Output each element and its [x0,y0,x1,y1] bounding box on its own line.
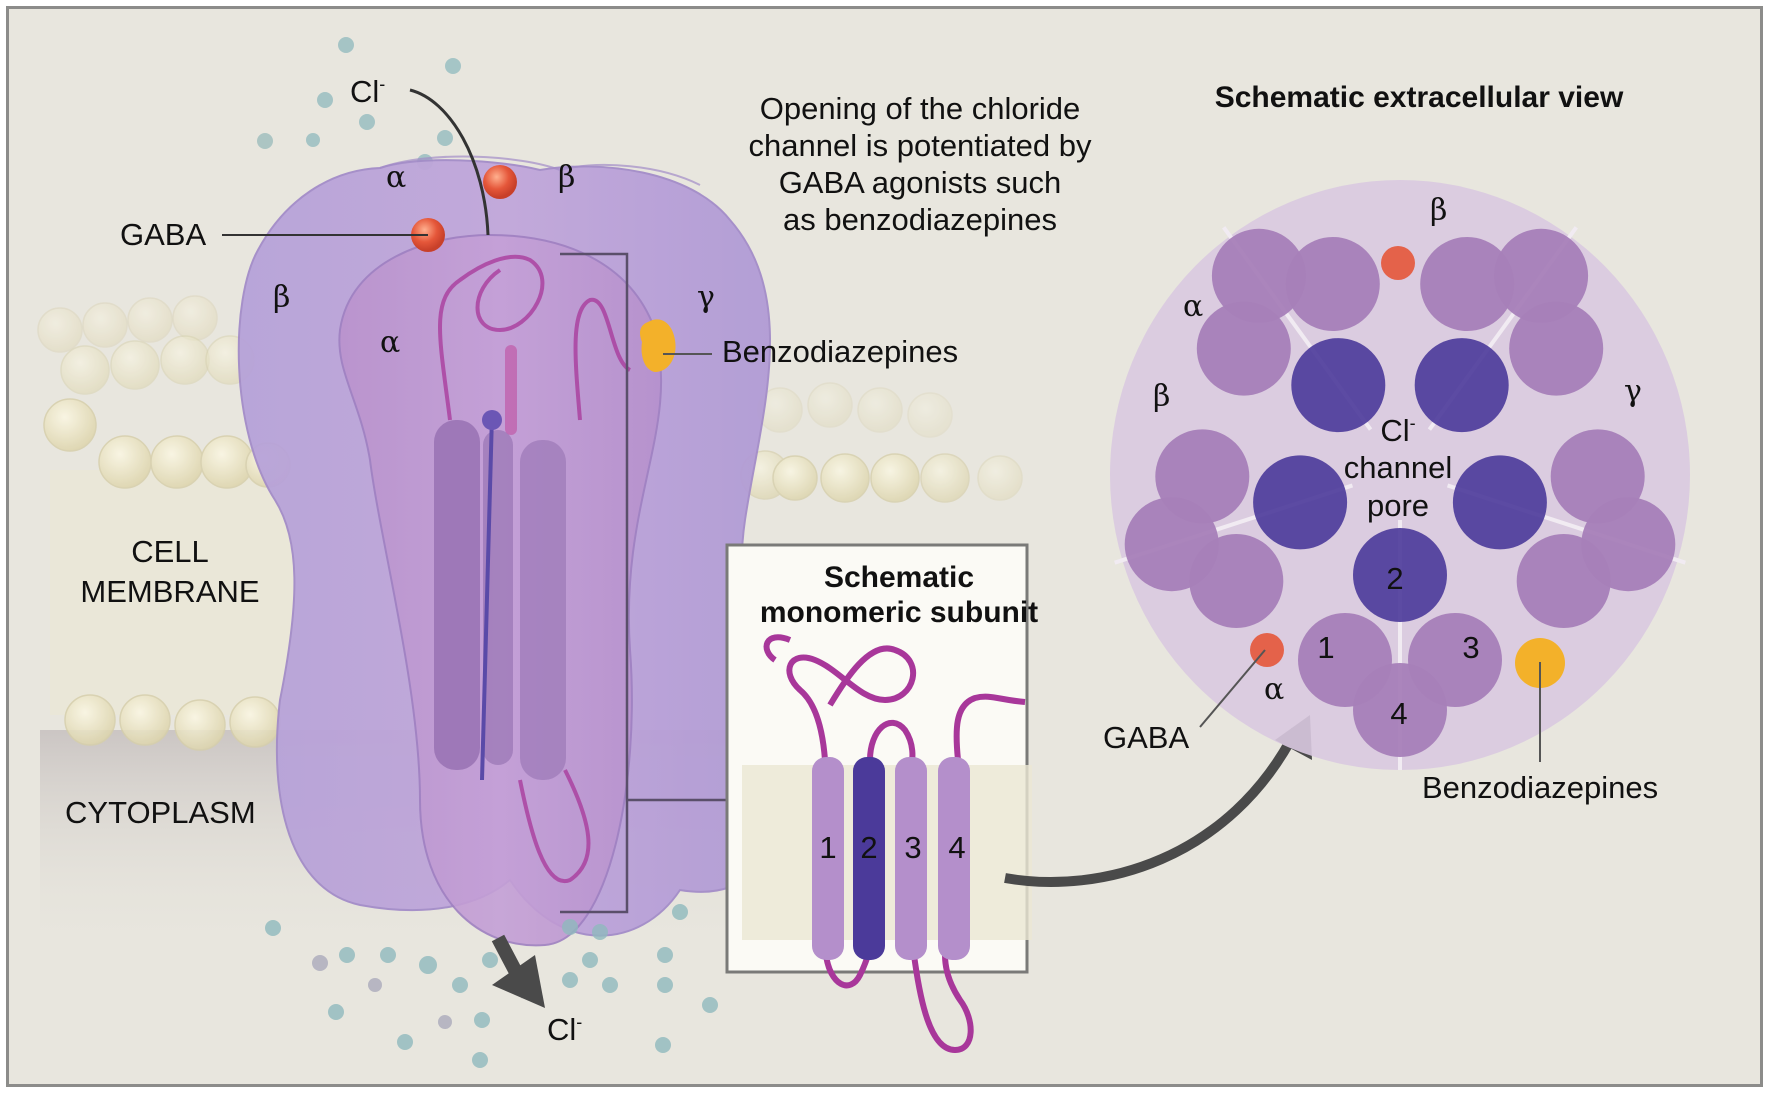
helix-label-3: 3 [904,830,922,865]
pore-label-line2: channel [1343,450,1453,485]
pentagon-label-alpha-upper: α [1183,289,1204,324]
benzodiazepines-label: Benzodiazepines [722,334,959,369]
gaba-molecule-top [483,165,517,199]
chloride-label-bottom: Cl- [547,1012,583,1047]
extracellular-view-title: Schematic extracellular view [1214,81,1624,114]
transmembrane-helix [1509,301,1604,396]
helix-label-2: 2 [860,830,878,865]
description-line: GABA agonists such [778,165,1062,200]
view-transition-arrow [1004,727,1301,887]
pore-lining-helix [1253,455,1348,550]
helix-label-4: 4 [948,830,966,865]
transmembrane-helix [1285,237,1380,331]
chloride-exit-arrow-head [492,955,545,1008]
subunit-label-right-gamma: γ [697,280,715,315]
subunit-label-left-beta: β [273,280,291,315]
description-line: as benzodiazepines [782,202,1058,237]
transmembrane-helix [1211,228,1306,323]
chloride-entry-path [409,88,490,236]
cell-membrane-left [37,295,300,751]
pore-lining-helix [1414,338,1509,433]
helix-label-1: 1 [819,830,837,865]
benzodiazepine-molecule [640,319,676,372]
cell-membrane-label-line1: CELL [131,534,209,569]
monomer-panel-graphic [725,543,1032,1054]
pentagon-helix-1: 1 [1317,630,1335,665]
pentagon-benzodiazepines-label: Benzodiazepines [1422,770,1659,805]
pentagon-label-left-beta: β [1153,379,1171,414]
subunit-label-top-alpha: α [386,160,407,195]
pore-lining-helix [1353,528,1447,622]
pentagon-helix-4: 4 [1390,696,1408,731]
subunit-label-front-alpha: α [380,325,401,360]
gaba-a-receptor-channel [237,155,782,947]
pentagon-gaba-label: GABA [1103,720,1190,755]
pentagon-label-top-beta: β [1430,193,1448,228]
extracellular-view-graphic [1110,180,1690,770]
cytoplasm-label: CYTOPLASM [65,795,256,830]
pentagon-label-gamma: γ [1624,374,1642,409]
pore-lining-helix [1291,338,1386,433]
transmembrane-helix [1124,497,1219,592]
monomer-title-line1: Schematic [823,561,975,594]
chloride-label-top: Cl- [350,74,386,109]
monomer-title-line2: monomeric subunit [759,596,1039,629]
cell-membrane-label-line2: MEMBRANE [80,574,260,609]
pentagon-label-alpha-bottom: α [1264,672,1285,707]
pore-label-line1: Cl- [1380,413,1416,448]
description-paragraph: Opening of the chloride channel is poten… [749,90,1092,238]
pentagon-helix-3: 3 [1462,630,1480,665]
pentagon-helix-2: 2 [1386,561,1404,596]
gaba-label: GABA [120,217,207,252]
transmembrane-helix [1494,228,1589,323]
subunit-label-top-beta: β [558,160,576,195]
pentagon-gaba-leader [1199,649,1266,728]
gaba-site-top [1381,246,1415,280]
pore-lining-helix [1452,455,1547,550]
pore-label-line3: pore [1366,488,1430,523]
callout-bracket [560,252,727,914]
chloride-ions-bottom [265,904,718,1068]
transmembrane-helix [1420,237,1515,331]
description-line: channel is potentiated by [748,128,1092,163]
cell-membrane-right [740,382,1023,503]
description-line: Opening of the chloride [759,91,1081,126]
transmembrane-helix [1581,497,1676,592]
transmembrane-helix [1196,301,1291,396]
transmembrane-helix [1353,663,1447,757]
